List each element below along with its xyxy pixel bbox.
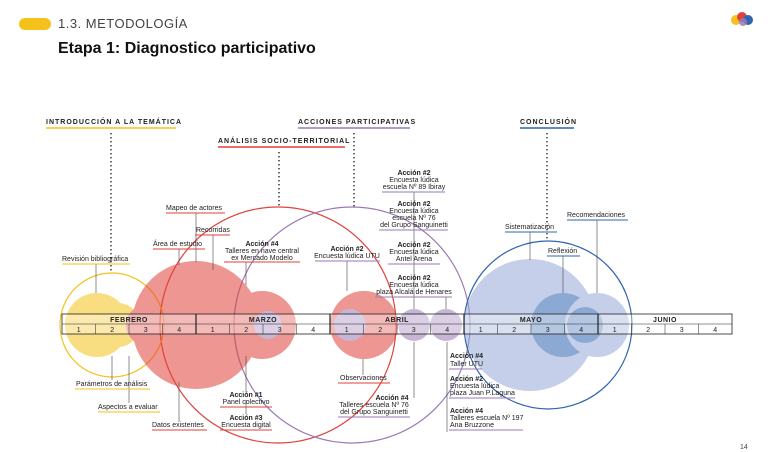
svg-text:Taller UTU: Taller UTU	[450, 361, 483, 368]
week-label: 4	[445, 327, 449, 334]
month-label: FEBRERO	[110, 317, 148, 324]
svg-text:escuela Nº 76: escuela Nº 76	[392, 215, 436, 222]
week-label: 1	[479, 327, 483, 334]
week-label: 2	[378, 327, 382, 334]
week-label: 1	[77, 327, 81, 334]
label-aspectos: Aspectos a evaluar	[98, 404, 158, 411]
label-reflexion: Reflexión	[548, 248, 577, 255]
action-title: Acción #4	[450, 408, 483, 415]
label-revision: Revisión bibliográfica	[62, 256, 128, 263]
month-label: JUNIO	[653, 317, 677, 324]
action-title: Acción #2	[450, 376, 483, 383]
action-title: Acción #2	[330, 246, 363, 253]
week-label: 3	[680, 327, 684, 334]
month-label: ABRIL	[385, 317, 409, 324]
svg-text:Talleres escuela Nº 76: Talleres escuela Nº 76	[339, 402, 409, 409]
timeline-bar: FEBRERO MARZO ABRIL MAYO JUNIO 1 2 3 4 1…	[61, 313, 733, 335]
svg-text:Ana Bruzzone: Ana Bruzzone	[450, 422, 494, 429]
week-label: 1	[613, 327, 617, 334]
svg-text:Encuesta lúdica: Encuesta lúdica	[389, 249, 439, 256]
week-label: 1	[211, 327, 215, 334]
week-label: 3	[546, 327, 550, 334]
svg-text:Encuesta lúdica UTU: Encuesta lúdica UTU	[314, 253, 380, 260]
action-title: Acción #3	[229, 415, 262, 422]
svg-text:Encuesta lúdica: Encuesta lúdica	[450, 383, 500, 390]
svg-text:Talleres escuela Nº 197: Talleres escuela Nº 197	[450, 415, 523, 422]
svg-text:Encuesta lúdica: Encuesta lúdica	[389, 208, 439, 215]
section-label: 1.3. METODOLOGÍA	[58, 16, 188, 31]
svg-text:Panel colectivo: Panel colectivo	[222, 399, 269, 406]
label-recomendaciones: Recomendaciones	[567, 212, 625, 219]
action-title: Acción #2	[397, 242, 430, 249]
svg-text:Antel Arena: Antel Arena	[396, 256, 432, 263]
svg-text:plaza Alcalá de Henares: plaza Alcalá de Henares	[376, 289, 452, 296]
svg-text:Encuesta digital: Encuesta digital	[221, 422, 271, 429]
section-marker	[19, 18, 51, 30]
label-parametros: Parámetros de análisis	[76, 381, 148, 388]
week-label: 4	[311, 327, 315, 334]
week-label: 4	[579, 327, 583, 334]
svg-text:escuela Nº 89 Ibiray: escuela Nº 89 Ibiray	[383, 184, 446, 191]
svg-text:Encuesta lúdica: Encuesta lúdica	[389, 282, 439, 289]
phase-conclusion-heading: CONCLUSIÓN	[520, 117, 577, 126]
brand-logo	[731, 12, 753, 26]
label-recorridas: Recorridas	[196, 227, 230, 234]
week-label: 4	[177, 327, 181, 334]
month-label: MAYO	[520, 317, 542, 324]
svg-text:Talleres en nave central: Talleres en nave central	[225, 248, 299, 255]
week-label: 2	[110, 327, 114, 334]
week-label: 2	[244, 327, 248, 334]
svg-text:plaza Juan P.Laguna: plaza Juan P.Laguna	[450, 390, 515, 397]
action-title: Acción #2	[397, 201, 430, 208]
phase-intro-heading: INTRODUCCIÓN A LA TEMÁTICA	[46, 117, 182, 126]
page-title: Etapa 1: Diagnostico participativo	[58, 40, 316, 57]
label-observaciones: Observaciones	[340, 375, 387, 382]
week-label: 1	[345, 327, 349, 334]
action-title: Acción #4	[450, 353, 483, 360]
week-label: 3	[412, 327, 416, 334]
action-title: Acción #4	[245, 241, 278, 248]
action-title: Acción #1	[229, 392, 262, 399]
action-title: Acción #4	[375, 395, 408, 402]
label-area: Área de estudio	[153, 239, 202, 248]
week-label: 3	[278, 327, 282, 334]
svg-text:del Grupo Sanguinetti: del Grupo Sanguinetti	[340, 409, 408, 416]
phase-acciones-heading: ACCIONES PARTICIPATIVAS	[298, 119, 416, 126]
week-label: 2	[512, 327, 516, 334]
label-datos: Datos existentes	[152, 422, 204, 429]
week-label: 4	[713, 327, 717, 334]
svg-text:del Grupo Sanguinetti: del Grupo Sanguinetti	[380, 222, 448, 229]
action-title: Acción #2	[397, 275, 430, 282]
svg-text:ex Mercado Modelo: ex Mercado Modelo	[231, 255, 293, 262]
page-number: 14	[740, 444, 748, 451]
action-title: Acción #2	[397, 170, 430, 177]
week-label: 2	[646, 327, 650, 334]
svg-text:Encuesta lúdica: Encuesta lúdica	[389, 177, 439, 184]
week-label: 3	[144, 327, 148, 334]
month-label: MARZO	[249, 317, 277, 324]
label-sistematizacion: Sistematización	[505, 224, 554, 231]
phase-socio-heading: ANÁLISIS SOCIO-TERRITORIAL	[218, 136, 350, 145]
label-mapeo: Mapeo de actores	[166, 205, 223, 212]
